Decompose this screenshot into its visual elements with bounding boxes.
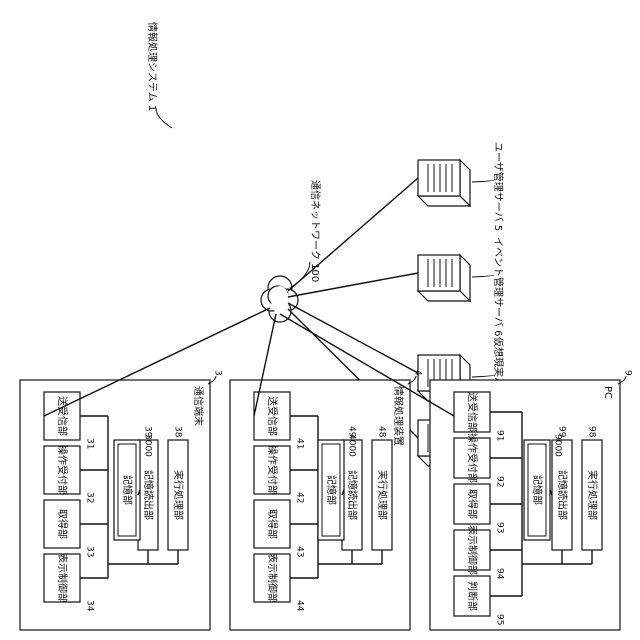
info-unit-ref: 43 [295,546,305,557]
server-side [418,196,470,206]
info-unit-ref: 44 [295,600,305,612]
pc-unit-ref: 94 [495,568,505,580]
cloud-core [271,286,289,314]
system-title-leader [156,108,172,128]
terminal-storage-ref: 3000 [143,434,153,457]
server-label-leader [472,275,494,277]
server-1 [418,160,470,206]
pc-title: PC [602,386,613,399]
terminal-exec-ref: 38 [173,426,183,438]
terminal-unit-ref: 34 [85,600,95,612]
server-network-link [288,273,418,297]
system-title: 情報処理システム 1 [146,22,159,111]
pc-storage-ref: 9000 [553,434,563,457]
server-2 [418,255,470,301]
network-cloud [261,276,298,322]
terminal-ref: 3 [213,370,223,376]
server-side [418,291,470,301]
server-front [418,255,460,291]
info-exec-ref: 48 [377,426,387,438]
server-network-link [288,303,418,373]
pc-exec-ref: 98 [587,426,597,438]
server-network-link [288,178,418,291]
info-storage-ref: 4000 [347,434,357,457]
terminal-unit-ref: 31 [85,438,95,449]
pc-unit-ref: 92 [495,476,505,487]
terminal-unit-ref: 32 [85,492,95,503]
server-label: ユーザ管理サーバ 5 [492,142,505,231]
pc-unit-ref: 93 [495,522,505,533]
info-unit-ref: 42 [295,492,305,503]
terminal-unit-ref: 33 [85,546,95,557]
info-ref: 4 [413,370,423,376]
server-label: イベント管理サーバ 6 [492,237,505,336]
pc-unit-ref: 91 [495,430,505,441]
server-front [418,160,460,196]
info-unit-ref: 41 [295,438,305,449]
pc-ref: 9 [623,370,633,376]
pc-unit-ref: 95 [495,614,505,625]
server-label-leader [472,375,494,377]
server-label-leader [472,180,494,182]
